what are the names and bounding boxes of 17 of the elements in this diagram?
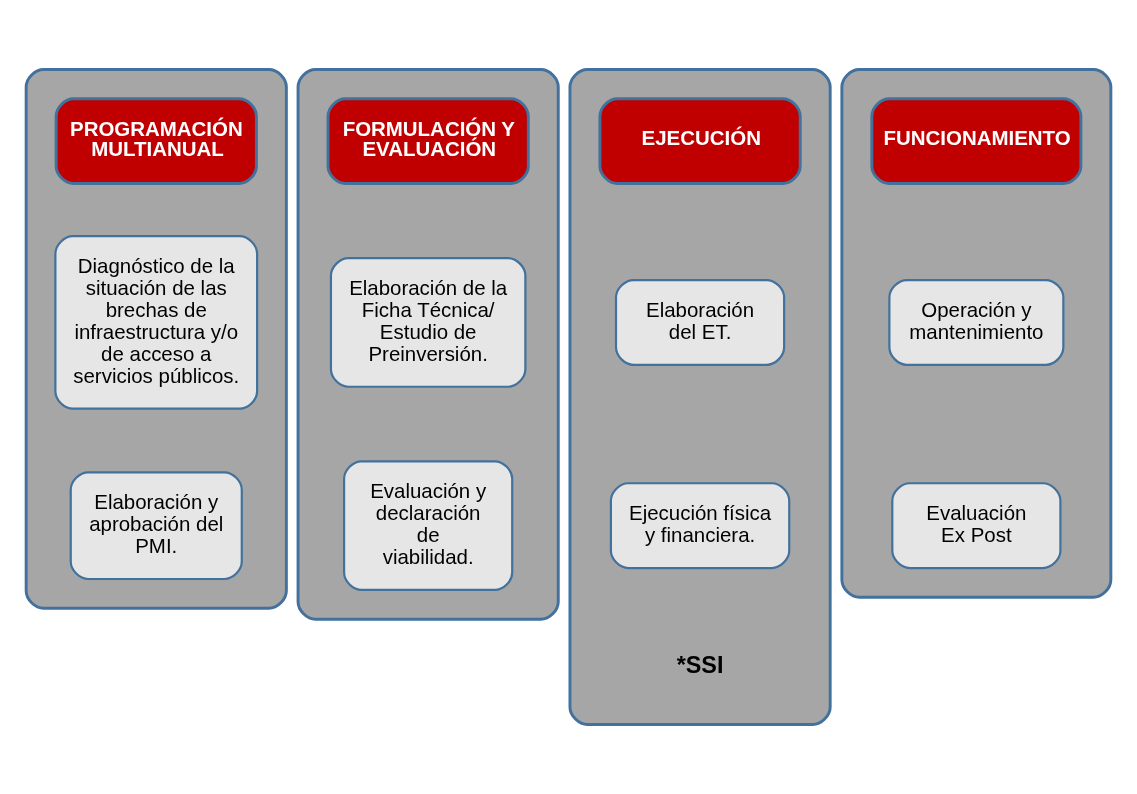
node-box: Elaboración y aprobación del PMI. bbox=[69, 471, 243, 581]
cluster bbox=[840, 68, 1113, 599]
node-box: Evaluación Ex Post bbox=[891, 482, 1062, 570]
node-box: FUNCIONAMIENTO bbox=[870, 97, 1083, 186]
label: *SSI bbox=[676, 652, 724, 678]
cluster bbox=[568, 68, 832, 726]
node-box: FORMULACIÓN Y EVALUACIÓN bbox=[326, 97, 530, 186]
node-box: Diagnóstico de la situación de las brechas de infraestructura y/o de acceso a servicios públicos. bbox=[54, 235, 259, 410]
node-box: Operación y mantenimiento bbox=[888, 278, 1065, 366]
node-box: EJECUCIÓN bbox=[598, 97, 802, 186]
cluster bbox=[296, 68, 560, 621]
node-box: Elaboración de la Ficha Técnica/ Estudio de Preinversión. bbox=[329, 257, 527, 388]
node-box: PROGRAMACIÓN MULTIANUAL bbox=[54, 97, 258, 186]
node-box: Evaluación y declaración de viabilidad. bbox=[343, 460, 514, 592]
cluster bbox=[24, 68, 288, 610]
node-box: Elaboración del ET. bbox=[614, 278, 786, 366]
node-box: Ejecución física y financiera. bbox=[609, 482, 791, 570]
